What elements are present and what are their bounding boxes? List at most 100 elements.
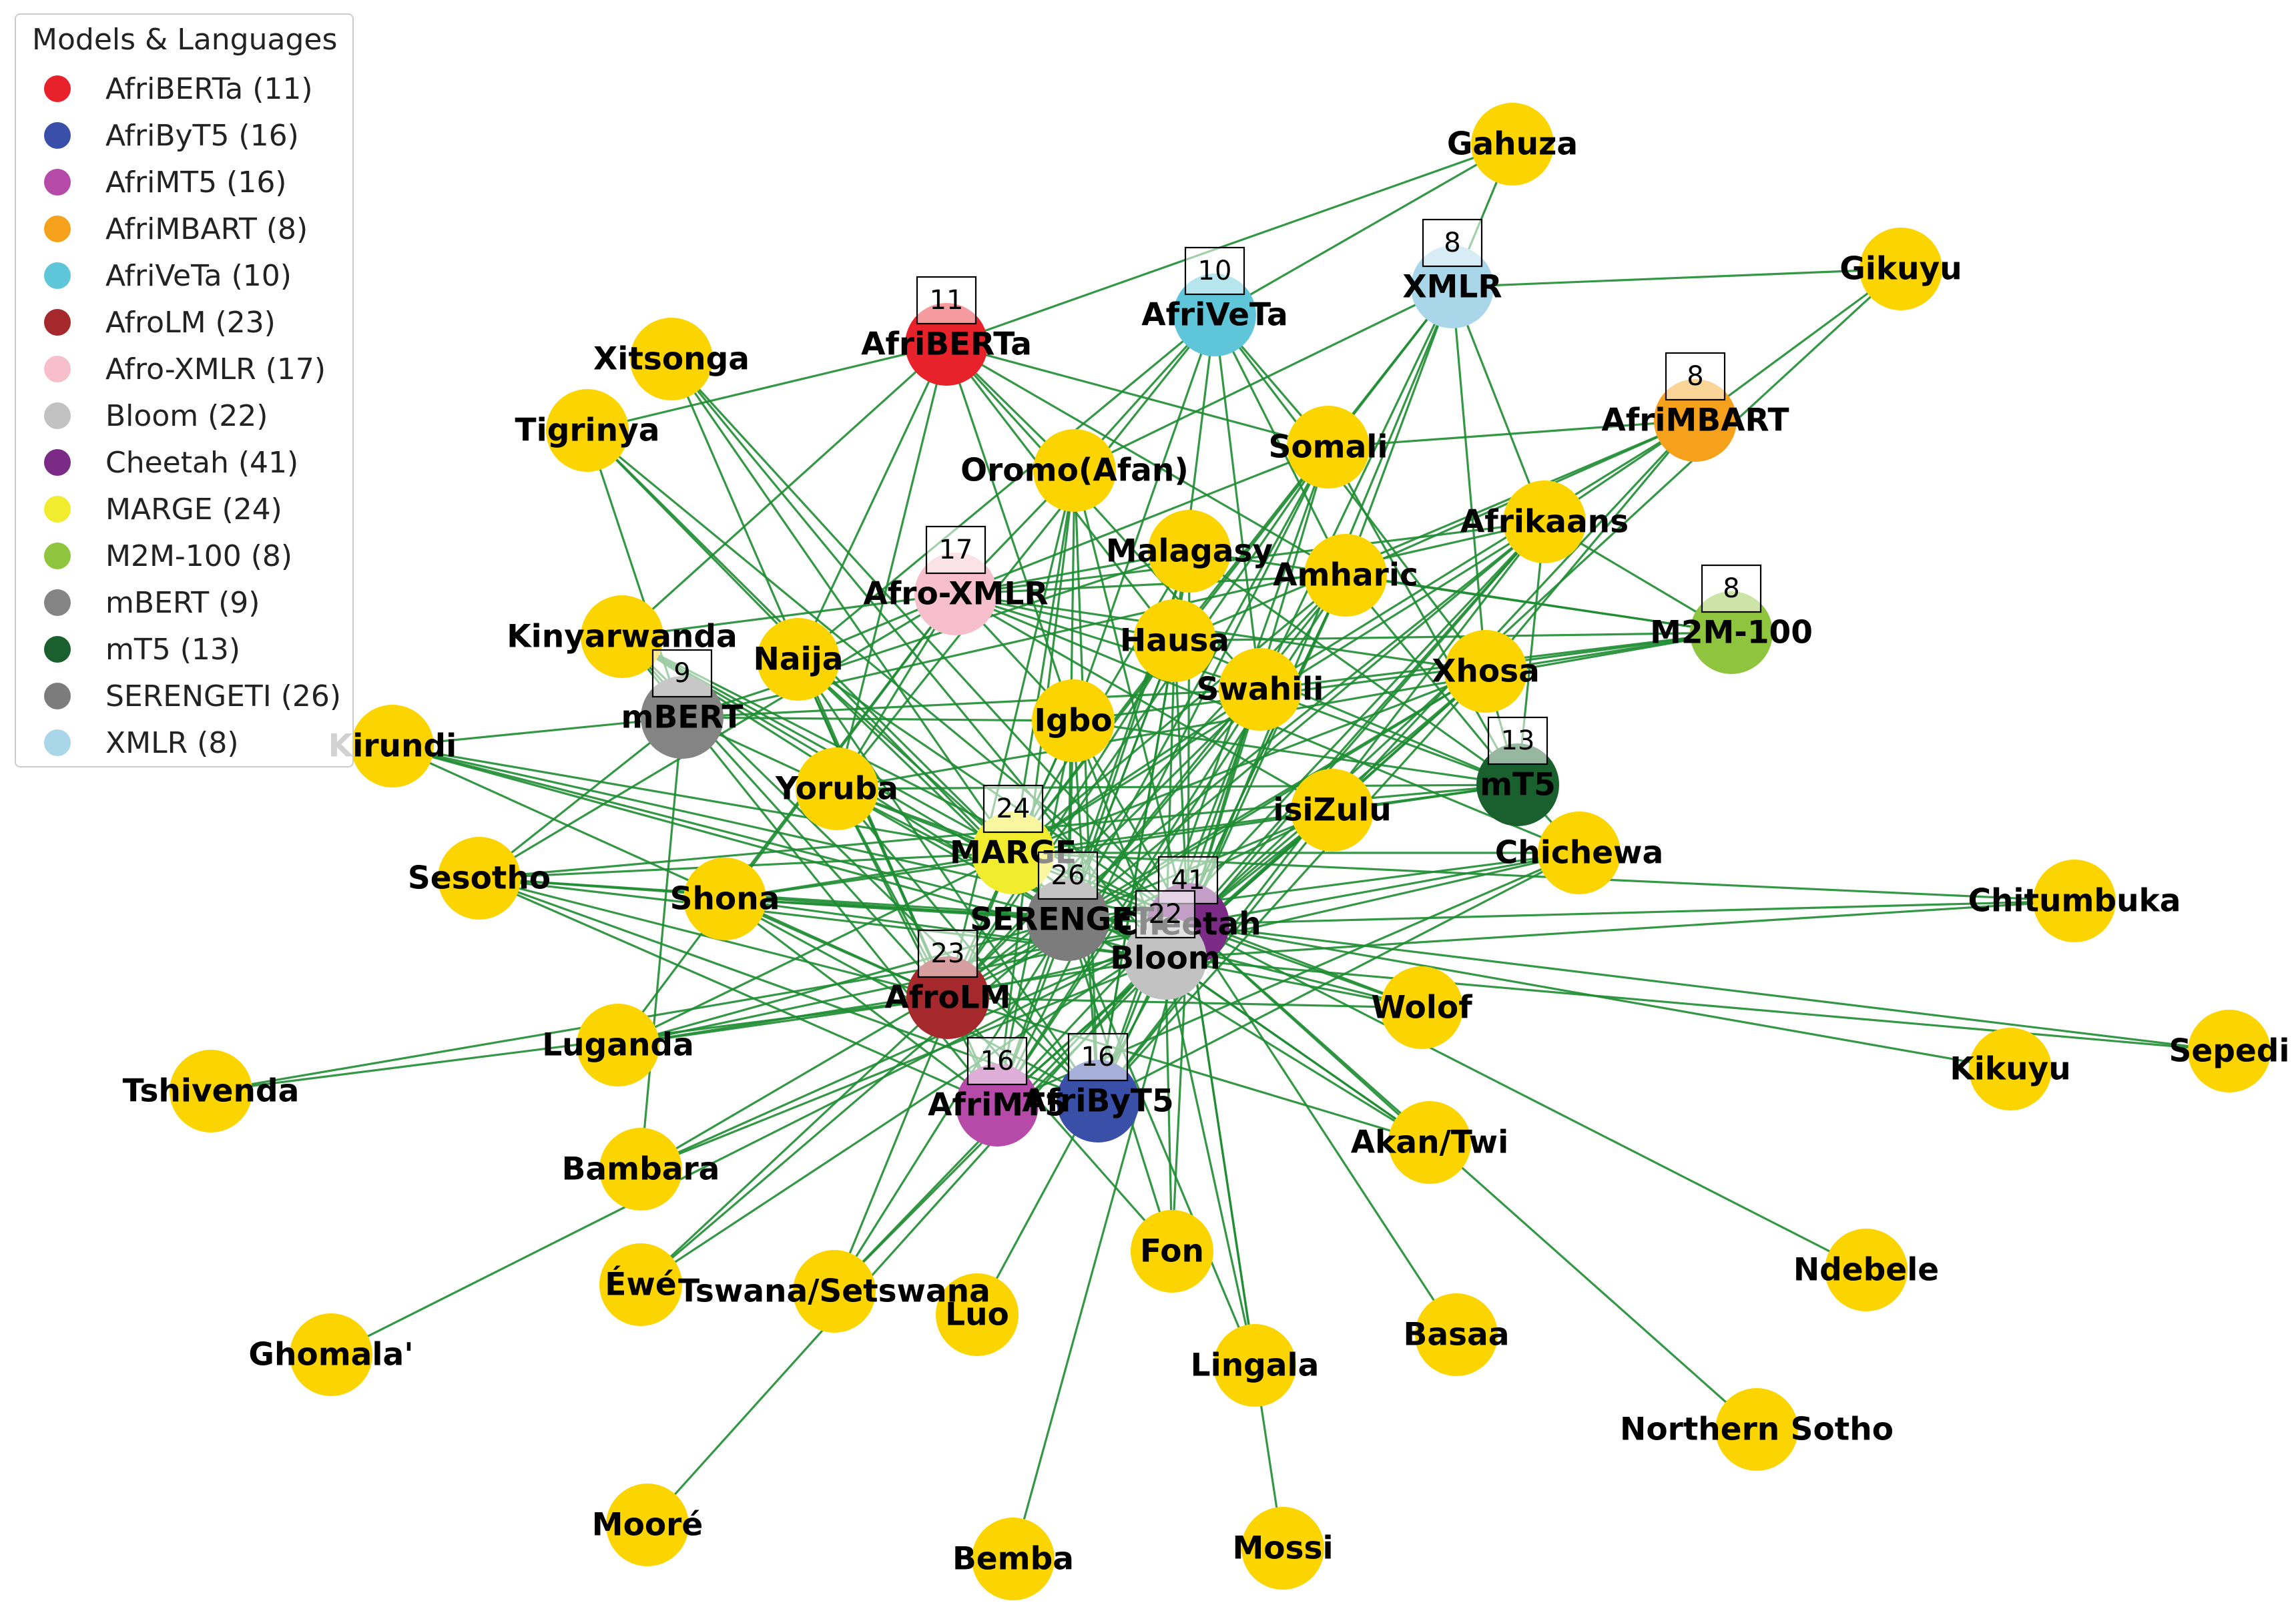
edge-afrolm-somali bbox=[946, 446, 1330, 998]
legend-item-label: mBERT (9) bbox=[105, 585, 260, 620]
edge-mbert-swahili bbox=[681, 688, 1261, 719]
edge-afriveta-gahuza bbox=[1214, 143, 1513, 316]
edge-serengeti-tswana bbox=[833, 919, 1069, 1292]
legend-item-afriveta-10: AfriVeTa (10) bbox=[32, 252, 352, 299]
model-count-box-m2m-100 bbox=[1701, 564, 1762, 613]
language-node-naija bbox=[757, 618, 840, 701]
legend-item-afribyt5-16: AfriByT5 (16) bbox=[32, 112, 352, 159]
language-label-hausa: Hausa bbox=[1120, 623, 1229, 659]
language-node-chitumbuka bbox=[2033, 860, 2116, 942]
legend-swatch bbox=[44, 683, 71, 709]
legend-swatch bbox=[44, 589, 71, 616]
language-node-wolof bbox=[1380, 966, 1463, 1049]
legend-item-label: AfriVeTa (10) bbox=[105, 258, 292, 293]
legend-item-m2m-100-8: M2M-100 (8) bbox=[32, 533, 352, 579]
model-count-box-marge bbox=[982, 784, 1044, 834]
model-count-mbert: 9 bbox=[673, 658, 690, 689]
legend-swatch bbox=[44, 216, 71, 242]
edge-mbert-malagasy bbox=[681, 550, 1190, 719]
language-node-oromo bbox=[1033, 429, 1116, 512]
edge-xmlr-xhosa bbox=[1451, 286, 1487, 672]
edge-bloom-fon bbox=[1164, 958, 1173, 1252]
language-node-chichewa bbox=[1538, 812, 1621, 894]
language-label-northernsotho: Northern Sotho bbox=[1620, 1411, 1894, 1448]
language-label-fon: Fon bbox=[1140, 1233, 1204, 1270]
language-node-moore bbox=[606, 1484, 689, 1566]
language-label-ndebele: Ndebele bbox=[1793, 1252, 1939, 1289]
legend-item-marge-24: MARGE (24) bbox=[32, 486, 352, 533]
edge-afriberta-naija bbox=[797, 344, 948, 660]
model-label-afriberta: AfriBERTa bbox=[861, 326, 1032, 363]
legend-title: Models & Languages bbox=[32, 23, 338, 57]
language-node-amharic bbox=[1304, 534, 1387, 617]
language-node-mossi bbox=[1241, 1507, 1324, 1590]
edge-bloom-afrikaans bbox=[1164, 521, 1546, 960]
model-label-afriveta: AfriVeTa bbox=[1141, 297, 1288, 334]
language-node-sepedi bbox=[2188, 1010, 2271, 1092]
language-node-gahuza bbox=[1471, 103, 1554, 186]
model-count-xmlr: 8 bbox=[1444, 228, 1460, 258]
edge-afriberta-kinyarwanda bbox=[621, 343, 948, 638]
legend-item-afrimt5-16: AfriMT5 (16) bbox=[32, 159, 352, 206]
legend-item-label: Afro-XMLR (17) bbox=[105, 352, 326, 386]
model-count-bloom: 22 bbox=[1149, 899, 1183, 930]
edge-mt5-malagasy bbox=[1189, 550, 1518, 786]
edge-marge-xitsonga bbox=[670, 358, 1015, 854]
edge-afrimbart-gikuyu bbox=[1695, 268, 1902, 422]
edge-afribyt5-naija bbox=[797, 659, 1099, 1102]
edge-afrolm-ewe bbox=[639, 996, 949, 1286]
model-label-mbert: mBERT bbox=[621, 699, 743, 736]
edge-afro-xmlr-isizulu bbox=[955, 593, 1333, 812]
language-label-igbo: Igbo bbox=[1034, 703, 1112, 739]
model-label-afro-xmlr: Afro-XMLR bbox=[863, 576, 1048, 613]
language-node-ghomala bbox=[290, 1313, 372, 1396]
legend-item-afrimbart-8: AfriMBART (8) bbox=[32, 206, 352, 252]
edge-mt5-swahili bbox=[1259, 688, 1518, 786]
language-node-kikuyu bbox=[1969, 1028, 2052, 1110]
edge-xmlr-afrikaans bbox=[1451, 286, 1546, 523]
language-label-chichewa: Chichewa bbox=[1495, 835, 1663, 872]
edge-serengeti-swahili bbox=[1067, 688, 1261, 921]
model-label-mt5: mT5 bbox=[1480, 767, 1556, 803]
model-count-box-mbert bbox=[651, 649, 713, 698]
model-count-box-afriberta bbox=[916, 276, 977, 325]
language-node-ewe bbox=[599, 1243, 682, 1326]
edge-afrimt5-shona bbox=[724, 898, 998, 1106]
language-label-basaa: Basaa bbox=[1404, 1317, 1510, 1353]
model-label-bloom: Bloom bbox=[1110, 940, 1221, 977]
edge-cheetah-moore bbox=[646, 923, 1189, 1526]
language-node-shona bbox=[683, 858, 766, 940]
edge-afriveta-naija bbox=[797, 314, 1216, 661]
edge-afrimbart-hausa bbox=[1174, 419, 1696, 642]
language-label-luo: Luo bbox=[945, 1297, 1009, 1333]
language-label-sepedi: Sepedi bbox=[2169, 1033, 2289, 1070]
language-node-xitsonga bbox=[630, 318, 713, 400]
language-label-wolof: Wolof bbox=[1371, 990, 1472, 1026]
model-label-afribyt5: AfriByT5 bbox=[1022, 1083, 1173, 1120]
edge-afrolm-wolof bbox=[947, 996, 1422, 1009]
edge-mt5-yoruba bbox=[836, 783, 1518, 790]
language-label-kikuyu: Kikuyu bbox=[1950, 1051, 2070, 1088]
edge-afrolm-amharic bbox=[946, 574, 1347, 999]
legend-swatch bbox=[44, 449, 71, 476]
edge-afro-xmlr-kinyarwanda bbox=[621, 593, 956, 638]
legend-item-label: MARGE (24) bbox=[105, 492, 282, 527]
language-label-amharic: Amharic bbox=[1273, 557, 1418, 594]
language-node-gikuyu bbox=[1859, 228, 1942, 310]
edge-cheetah-chitumbuka bbox=[1187, 900, 2075, 926]
model-count-serengeti: 26 bbox=[1051, 860, 1085, 891]
edge-afrolm-chichewa bbox=[947, 852, 1580, 999]
edge-xmlr-oromo bbox=[1074, 286, 1453, 472]
legend-swatch bbox=[44, 75, 71, 102]
legend-swatch bbox=[44, 402, 71, 429]
language-label-sesotho: Sesotho bbox=[408, 860, 551, 897]
model-count-afriveta: 10 bbox=[1198, 256, 1232, 286]
legend-rows: AfriBERTa (11)AfriByT5 (16)AfriMT5 (16)A… bbox=[32, 65, 352, 766]
model-count-box-bloom bbox=[1135, 890, 1196, 939]
language-node-somali bbox=[1287, 406, 1370, 489]
legend-item-label: AfriByT5 (16) bbox=[105, 118, 299, 153]
language-node-lingala bbox=[1213, 1324, 1296, 1407]
language-node-luganda bbox=[577, 1004, 659, 1086]
edge-marge-kirundi bbox=[392, 745, 1014, 854]
